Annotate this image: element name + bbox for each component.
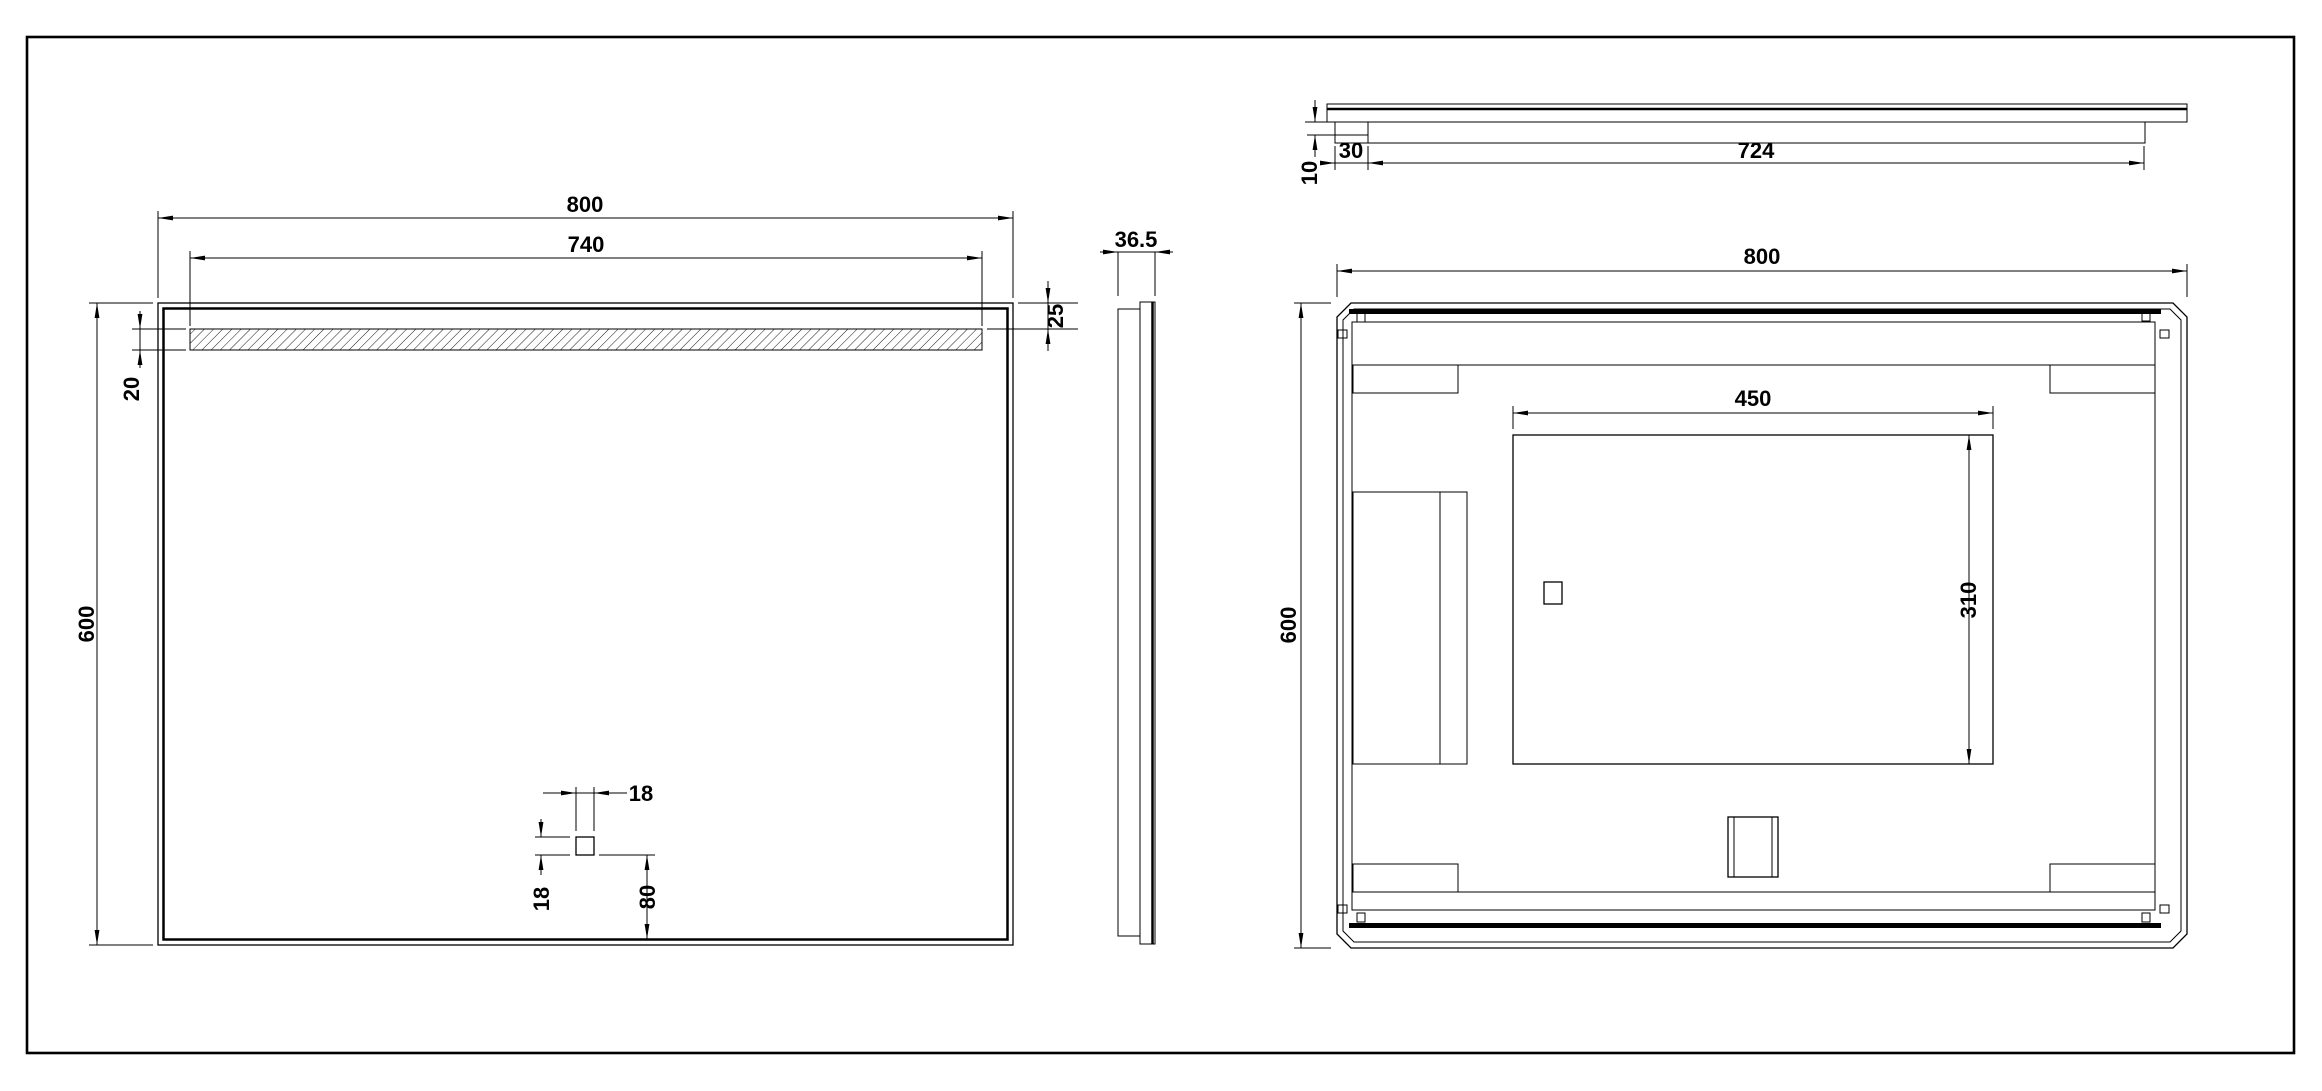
dim-label-front-600: 600 [74, 606, 99, 643]
center-back-box [1512, 434, 1994, 765]
dim-label-switch-18w: 18 [629, 781, 653, 806]
dim-switch-bottom-offset: 80 [599, 854, 660, 939]
dim-label-back-310: 310 [1956, 582, 1981, 619]
dim-front-overall-height: 600 [74, 302, 153, 946]
back-inner-frame [1351, 321, 2156, 911]
clip-bottom-left-rail [1356, 912, 1366, 923]
dim-label-top-724: 724 [1738, 138, 1775, 163]
dim-label-switch-18h: 18 [529, 887, 554, 911]
back-view: 800 600 450 310 [1276, 244, 2188, 949]
side-driver-box [1352, 491, 1468, 765]
dim-back-box-height: 310 [1956, 435, 1981, 764]
mounting-clips [1337, 311, 2170, 923]
sheet-border [25, 35, 2296, 1055]
clip-top-left-rail [1356, 312, 1366, 323]
dim-side-depth: 36.5 [1100, 227, 1173, 296]
dim-label-top-10: 10 [1297, 161, 1322, 185]
touch-switch [575, 836, 595, 856]
dim-back-overall-width: 800 [1336, 244, 2188, 297]
top-view: 10 30 724 [1297, 100, 2188, 185]
dim-label-switch-80: 80 [635, 885, 660, 909]
clip-bottom-right-rail [2141, 912, 2151, 923]
front-view: 800 740 600 25 [74, 192, 1078, 946]
dim-label-back-450: 450 [1735, 386, 1772, 411]
dim-label-back-600: 600 [1276, 607, 1301, 644]
touch-sensor-back [1543, 581, 1563, 605]
clip-top-right-rail [2141, 311, 2151, 322]
bracket-top-right [2049, 364, 2156, 394]
junction-box [1727, 816, 1779, 878]
dim-label-front-25: 25 [1043, 304, 1068, 328]
dim-label-top-30: 30 [1339, 138, 1363, 163]
led-strip [189, 328, 983, 351]
dim-top-offset-and-length: 30 724 [1320, 138, 2145, 170]
mirror-outline [157, 302, 1014, 946]
bracket-bottom-right [2049, 863, 2156, 893]
dim-label-front-800: 800 [567, 192, 604, 217]
side-glass-profile [1139, 301, 1156, 945]
clip-right-bottom [2159, 904, 2170, 914]
clip-left-bottom [1337, 904, 1348, 914]
dim-label-side-36-5: 36.5 [1115, 227, 1158, 252]
dim-label-front-20: 20 [119, 377, 144, 401]
top-backing-layer [1334, 121, 2146, 144]
dim-switch-height: 18 [529, 819, 570, 911]
side-view: 36.5 [1100, 227, 1173, 945]
dim-front-strip-offset: 25 [987, 281, 1078, 351]
bracket-bottom-left [1352, 863, 1459, 893]
dim-front-overall-width: 800 [157, 192, 1014, 298]
side-frame-profile [1117, 308, 1141, 937]
mirror-inner-frame [162, 307, 1009, 941]
top-glass-layer [1326, 103, 2188, 123]
dim-front-strip-width: 740 [189, 232, 983, 326]
dim-switch-width: 18 [543, 781, 653, 831]
dim-label-back-800: 800 [1744, 244, 1781, 269]
dim-back-overall-height: 600 [1276, 302, 1331, 949]
dim-top-thickness: 10 [1297, 100, 1327, 185]
back-outline-inner [1342, 308, 2182, 943]
clip-right-top [2159, 329, 2170, 339]
back-outline [1336, 302, 2188, 949]
bracket-top-left [1352, 364, 1459, 394]
clip-left-top [1337, 329, 1348, 339]
dim-label-front-740: 740 [568, 232, 605, 257]
dim-front-strip-height: 20 [119, 311, 186, 401]
dim-back-box-width: 450 [1512, 386, 1994, 429]
